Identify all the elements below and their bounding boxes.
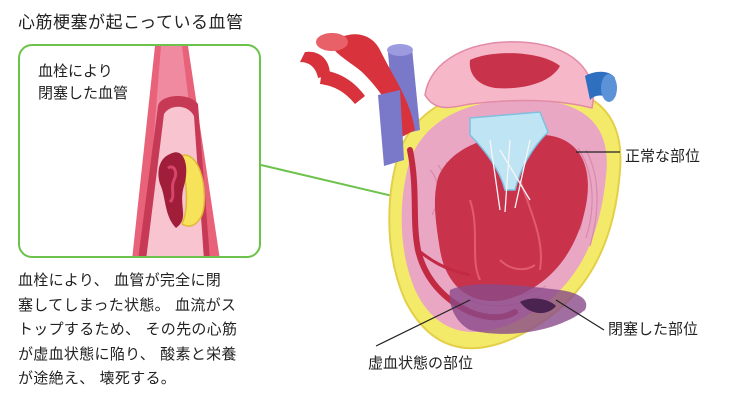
leader-blocked [555, 299, 605, 331]
left-ventricle [434, 133, 588, 302]
occluded-vessel-illustration [132, 46, 220, 256]
description-line: 血栓により、 血管が完全に閉 [18, 271, 222, 289]
description-line: 塞してしまった状態。 血流がス [18, 295, 237, 314]
infarct-core [520, 298, 556, 314]
label-ischemic-region: 虚血状態の部位 [368, 354, 474, 372]
description-text: 血栓により、 血管が完全に閉 塞してしまった状態。 血流がス トップするため、 … [18, 268, 276, 391]
label-normal-region: 正常な部位 [625, 147, 701, 165]
label-blocked-region: 閉塞した部位 [608, 320, 699, 338]
description-line: が虚血状態に陥り、 酸素と栄養 [18, 344, 237, 363]
description-line: が途絶え、 壊死する。 [18, 369, 177, 387]
occluded-vessel-inset: 血栓により 閉塞した血管 [18, 44, 261, 258]
description-line: トップするため、 その先の心筋 [18, 320, 238, 338]
inset-caption: 血栓により 閉塞した血管 [38, 60, 128, 104]
inset-caption-line: 閉塞した血管 [38, 84, 129, 102]
chordae [489, 139, 531, 213]
leader-ischemic [375, 299, 471, 347]
inset-caption-line: 血栓により [38, 62, 113, 80]
diagram-title: 心筋梗塞が起こっている血管 [18, 13, 244, 33]
ischemic-region [449, 284, 587, 334]
